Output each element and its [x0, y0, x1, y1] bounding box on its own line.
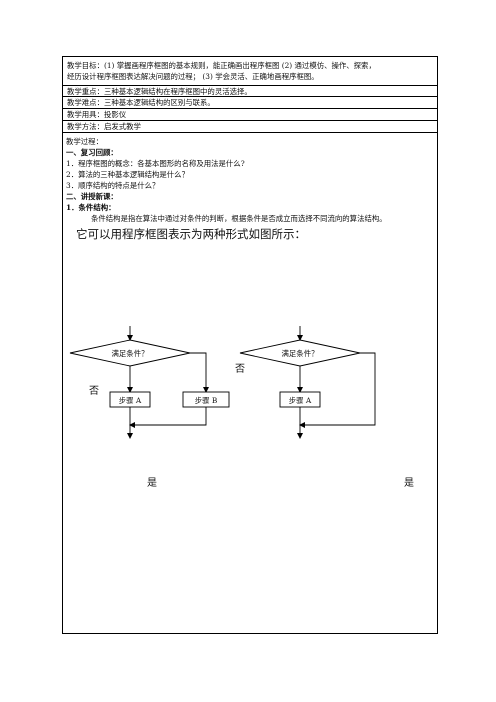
tools-row: 教学用具：投影仪 [63, 109, 437, 121]
difficulty-row: 教学难点：三种基本逻辑结构的区别与联系。 [63, 97, 437, 109]
new-lesson-title: 二、讲授新课： [66, 192, 118, 201]
sub-title: 1．条件结构： [66, 203, 116, 212]
goal-row: 教学目标：(1) 掌握画程序框图的基本规则，能正确画出程序框图 (2) 通过模仿… [63, 57, 437, 86]
description-text: 条件结构是指在算法中通过对条件的判断，根据条件是否成立而选择不同流向的算法结构。 [91, 214, 387, 223]
goal-line-2: 经历设计程序框图表达解决问题的过程； (3) 学会灵活、正确地画程序框图。 [67, 72, 319, 81]
flowchart-one-branch [239, 326, 376, 439]
no-branch-arrow [190, 352, 209, 393]
merge-arrow [129, 407, 207, 428]
key-point-text: 教学重点：三种基本逻辑结构在程序框图中的灵活选择。 [67, 87, 252, 96]
process-heading: 教学过程： [66, 137, 103, 146]
left-step-a-label: 步骤 A [119, 396, 142, 405]
left-yes-label: 是 [147, 477, 157, 489]
key-point-row: 教学重点：三种基本逻辑结构在程序框图中的灵活选择。 [63, 86, 437, 97]
review-item-1: 1．程序框图的概念：各基本图形的名称及用法是什么? [66, 159, 245, 168]
right-no-label: 否 [235, 363, 245, 375]
review-item-2: 2．算法的三种基本逻辑结构是什么？ [66, 170, 189, 179]
review-item-3: 3．顺序结构的特点是什么？ [66, 181, 160, 190]
right-step-a-label: 步骤 A [289, 396, 312, 405]
tools-text: 教学用具：投影仪 [67, 110, 127, 119]
right-condition-label: 满足条件？ [282, 349, 319, 358]
left-no-label: 否 [89, 385, 99, 397]
right-yes-label: 是 [404, 477, 414, 489]
lesson-plan-table: 教学目标：(1) 掌握画程序框图的基本规则，能正确画出程序框图 (2) 通过模仿… [62, 56, 438, 634]
method-text: 教学方法：启发式教学 [67, 122, 141, 131]
review-title: 一、复习回顾： [66, 148, 118, 157]
intro-text: 它可以用程序框图表示为两种形式如图所示： [76, 227, 306, 241]
left-step-b-label: 步骤 B [195, 396, 218, 405]
method-row: 教学方法：启发式教学 [63, 121, 437, 133]
goal-line-1: 教学目标：(1) 掌握画程序框图的基本规则，能正确画出程序框图 (2) 通过模仿… [67, 61, 376, 70]
no-bypass-arrow [299, 352, 376, 428]
flowchart-two-branch [69, 326, 230, 439]
left-condition-label: 满足条件？ [112, 349, 149, 358]
difficulty-text: 教学难点：三种基本逻辑结构的区别与联系。 [67, 98, 215, 107]
